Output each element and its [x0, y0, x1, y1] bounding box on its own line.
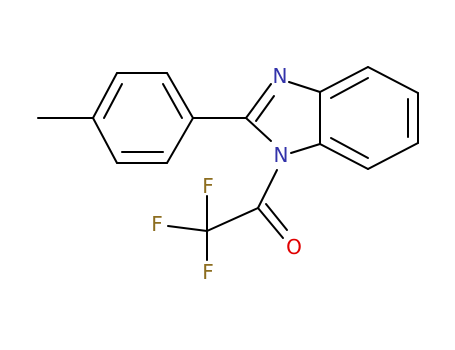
bond-tolyl-1 — [92, 72, 118, 119]
bond-carbonyl-cf3 — [206, 207, 259, 232]
atom-label-o-carbonyl: O — [286, 235, 302, 259]
bond-benzo-5 — [319, 143, 369, 170]
bond-benzo-inner-1 — [330, 77, 369, 99]
bond-c2-n3-double — [255, 95, 275, 122]
atom-label-n-ring: N — [274, 143, 289, 167]
bond-tolyl-6 — [92, 117, 118, 164]
bond-c2-n3 — [245, 83, 272, 119]
bond-carbonyl-o-double — [265, 203, 288, 231]
atom-label-n-imine: N — [273, 64, 288, 88]
bond-n1-c2 — [245, 117, 272, 142]
bond-c7a-n1 — [290, 143, 321, 154]
atom-label-f-bottom: F — [202, 260, 214, 284]
bond-benzo-1 — [319, 66, 369, 93]
bond-carbonyl-o — [257, 207, 284, 239]
bond-tolyl-inner-1 — [103, 83, 123, 119]
bond-n1-carbonyl — [257, 169, 278, 209]
bond-benzo-2 — [367, 66, 419, 94]
bond-benzo-4 — [367, 142, 419, 170]
atom-label-f-left: F — [151, 212, 163, 236]
bond-tolyl-4 — [166, 117, 194, 164]
bond-n3-c3a — [288, 81, 321, 93]
bond-tolyl-inner-2 — [162, 83, 183, 119]
bond-tolyl-3 — [166, 72, 194, 119]
bond-cf3-f-left — [167, 225, 208, 232]
atom-label-f-top: F — [202, 174, 214, 198]
bond-benzo-inner-3 — [330, 137, 369, 159]
